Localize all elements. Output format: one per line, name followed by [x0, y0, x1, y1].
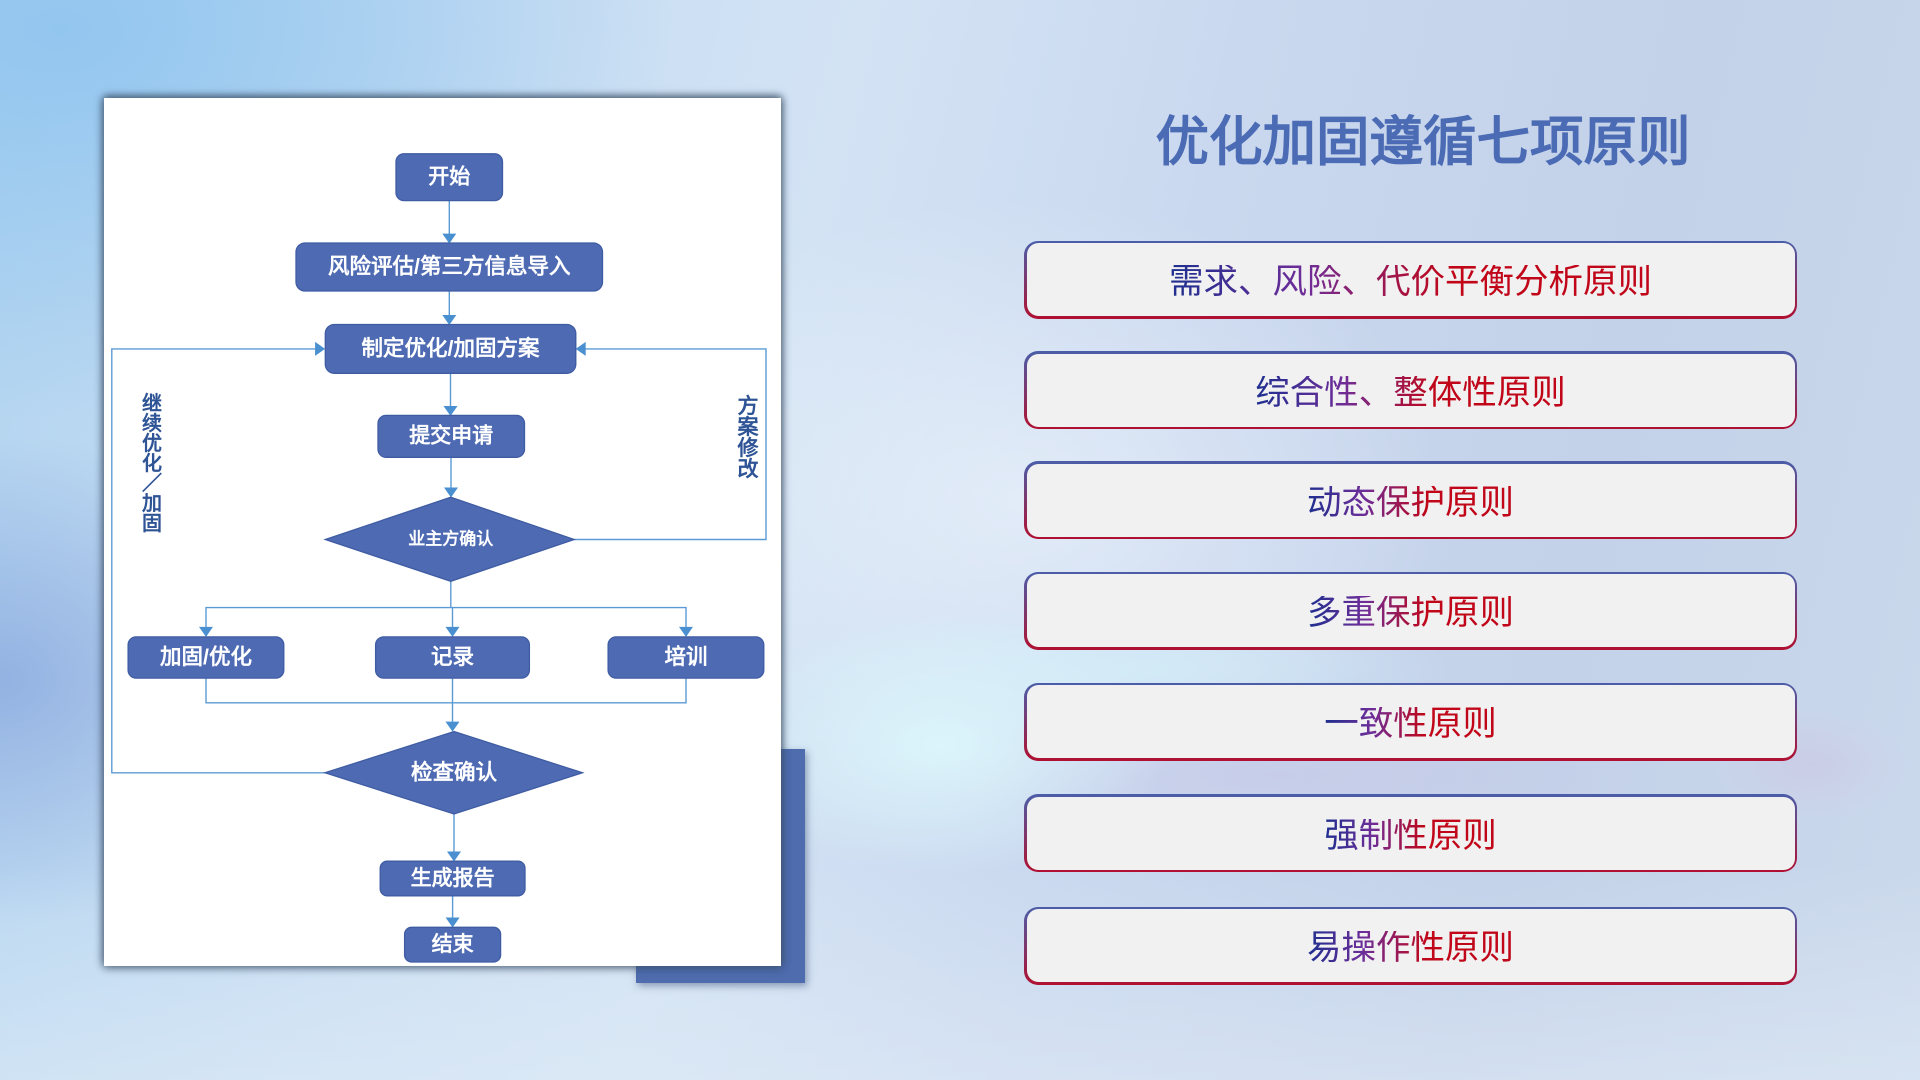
svg-text:／: ／ [142, 472, 162, 495]
svg-text:化: 化 [142, 451, 162, 475]
svg-text:改: 改 [738, 457, 760, 481]
svg-text:提交申请: 提交申请 [409, 424, 493, 448]
svg-text:记录: 记录 [431, 645, 475, 669]
svg-text:业主方确认: 业主方确认 [408, 528, 494, 548]
svg-text:加固/优化: 加固/优化 [159, 644, 252, 669]
svg-text:续: 续 [142, 411, 162, 435]
svg-text:风险评估/第三方信息导入: 风险评估/第三方信息导入 [328, 254, 571, 279]
svg-text:制定优化/加固方案: 制定优化/加固方案 [362, 335, 540, 360]
svg-text:方: 方 [738, 394, 759, 418]
svg-text:检查确认: 检查确认 [411, 759, 498, 784]
svg-text:生成报告: 生成报告 [411, 866, 495, 890]
svg-text:修: 修 [737, 436, 760, 460]
svg-text:加: 加 [141, 492, 162, 515]
svg-text:培训: 培训 [664, 644, 707, 669]
svg-text:优: 优 [142, 431, 162, 455]
svg-text:继: 继 [142, 391, 162, 415]
svg-text:结束: 结束 [432, 932, 475, 956]
svg-text:案: 案 [737, 415, 760, 439]
svg-text:固: 固 [142, 513, 162, 535]
svg-text:开始: 开始 [428, 165, 470, 189]
